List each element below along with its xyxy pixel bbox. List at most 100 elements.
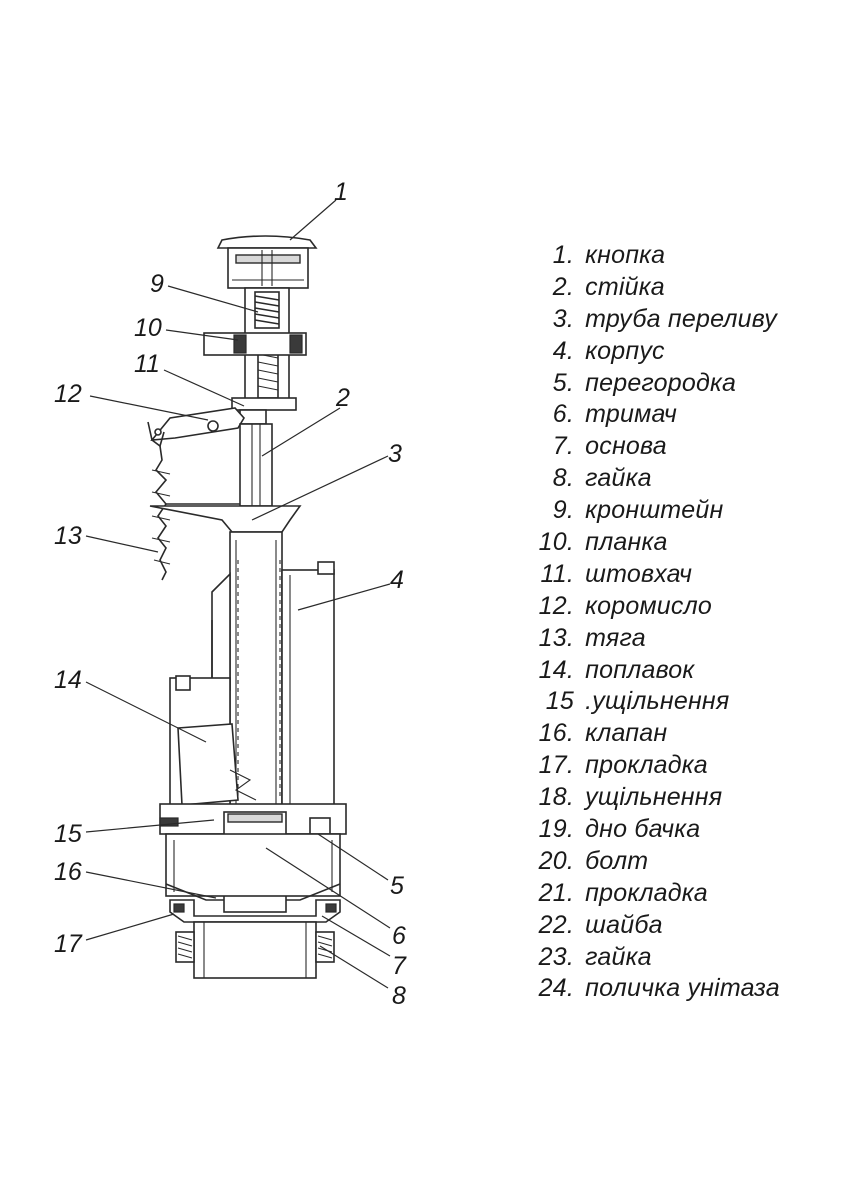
callout-17: 17 (54, 930, 83, 958)
legend-label: тяга (585, 623, 646, 652)
callout-14: 14 (54, 666, 82, 694)
legend-item: 15 .ущільнення (528, 686, 780, 718)
legend-label: стійка (585, 272, 665, 301)
legend-number: 9. (552, 496, 574, 525)
leader-12 (89, 395, 209, 421)
leader-2 (261, 407, 341, 457)
callout-10: 10 (134, 314, 162, 342)
legend-number: 20. (538, 846, 574, 875)
legend-label: основа (585, 432, 667, 461)
leader-16 (85, 871, 217, 899)
callout-8: 8 (392, 982, 406, 1010)
legend-number: 1. (552, 241, 574, 269)
legend-item: 6. тримач (528, 399, 780, 431)
valve-base-part (159, 803, 347, 913)
legend-label: поличка унітаза (585, 974, 780, 1003)
legend-item: 1. кнопка (528, 240, 780, 272)
legend-number: 22. (538, 910, 574, 939)
leader-7 (321, 915, 391, 957)
leader-11 (163, 369, 245, 407)
callout-9: 9 (150, 270, 164, 298)
legend-label: перегородка (585, 368, 737, 397)
legend-number: 23. (538, 942, 574, 971)
callout-2: 2 (335, 384, 350, 412)
button-part (216, 235, 318, 289)
leader-5 (317, 833, 389, 881)
callout-11: 11 (134, 350, 160, 378)
leader-3 (251, 455, 389, 521)
legend-item: 21. прокладка (528, 878, 780, 910)
legend-number: 12. (538, 591, 574, 620)
legend-label: гайка (585, 942, 652, 971)
legend-label: ущільнення (585, 783, 723, 812)
legend-item: 10. планка (528, 527, 780, 559)
legend-number: 16. (538, 719, 574, 748)
callout-5: 5 (390, 872, 404, 900)
leader-4 (297, 583, 391, 611)
legend-label: гайка (585, 464, 652, 493)
housing-part (211, 561, 335, 811)
legend-item: 17. прокладка (528, 750, 780, 782)
leader-17 (85, 913, 175, 941)
legend-item: 12. коромисло (528, 591, 780, 623)
stand-part (166, 423, 273, 507)
legend-label: клапан (585, 719, 668, 748)
legend-item: 2. стійка (528, 272, 780, 304)
legend-label: дно бачка (585, 815, 701, 844)
callout-16: 16 (54, 858, 82, 886)
callout-6: 6 (392, 922, 406, 950)
legend-item: 5. перегородка (528, 368, 780, 400)
legend-number: 3. (552, 304, 574, 333)
legend-item: 23. гайка (528, 942, 780, 974)
legend-label: кнопка (585, 241, 666, 269)
legend-item: 4. корпус (528, 336, 780, 368)
legend-item: 18. ущільнення (528, 782, 780, 814)
leader-13 (85, 535, 159, 553)
legend-item: 9. кронштейн (528, 495, 780, 527)
legend-label: поплавок (585, 655, 695, 684)
legend-label: труба переливу (585, 304, 777, 333)
legend-number: 2. (552, 272, 574, 301)
legend-item: 3. труба переливу (528, 304, 780, 336)
callout-numbers: 1 2 3 4 5 6 7 8 9 10 11 12 13 14 15 16 1… (54, 178, 407, 1010)
rocker-part (147, 407, 245, 448)
legend-number: 19. (538, 815, 574, 844)
legend-item: 8. гайка (528, 463, 780, 495)
legend-label: планка (585, 528, 668, 557)
rod-part (151, 445, 171, 581)
base-flange-part (169, 899, 341, 923)
legend-number: 17. (538, 751, 574, 780)
callout-13: 13 (54, 522, 82, 550)
legend-number: 24. (538, 974, 574, 1003)
leader-1 (289, 199, 337, 241)
legend-number: 10. (538, 528, 574, 557)
legend-label: болт (585, 846, 649, 875)
legend-number: 7. (552, 432, 574, 461)
legend-number: 21. (538, 878, 574, 907)
legend-item: 22. шайба (528, 910, 780, 942)
plank-part (203, 332, 307, 356)
leader-9 (167, 285, 259, 313)
legend-item: 13. тяга (528, 623, 780, 655)
legend-item: 11. штовхач (528, 559, 780, 591)
legend-item: 7. основа (528, 431, 780, 463)
legend-item: 16. клапан (528, 718, 780, 750)
legend-label: коромисло (585, 591, 713, 620)
callout-15: 15 (54, 820, 82, 848)
callout-12: 12 (54, 380, 82, 408)
legend-number: 5. (552, 368, 574, 397)
callout-7: 7 (392, 952, 407, 980)
leader-15 (85, 819, 215, 833)
legend-number: 4. (552, 336, 574, 365)
legend-item: 20. болт (528, 846, 780, 878)
legend-label: прокладка (585, 751, 708, 780)
legend-item: 14. поплавок (528, 655, 780, 687)
callout-1: 1 (334, 178, 348, 206)
legend-label: кронштейн (585, 496, 724, 525)
legend-label: .ущільнення (585, 687, 730, 716)
leader-14 (85, 681, 207, 743)
float-part (169, 675, 257, 809)
legend-number: 15 (545, 687, 574, 716)
